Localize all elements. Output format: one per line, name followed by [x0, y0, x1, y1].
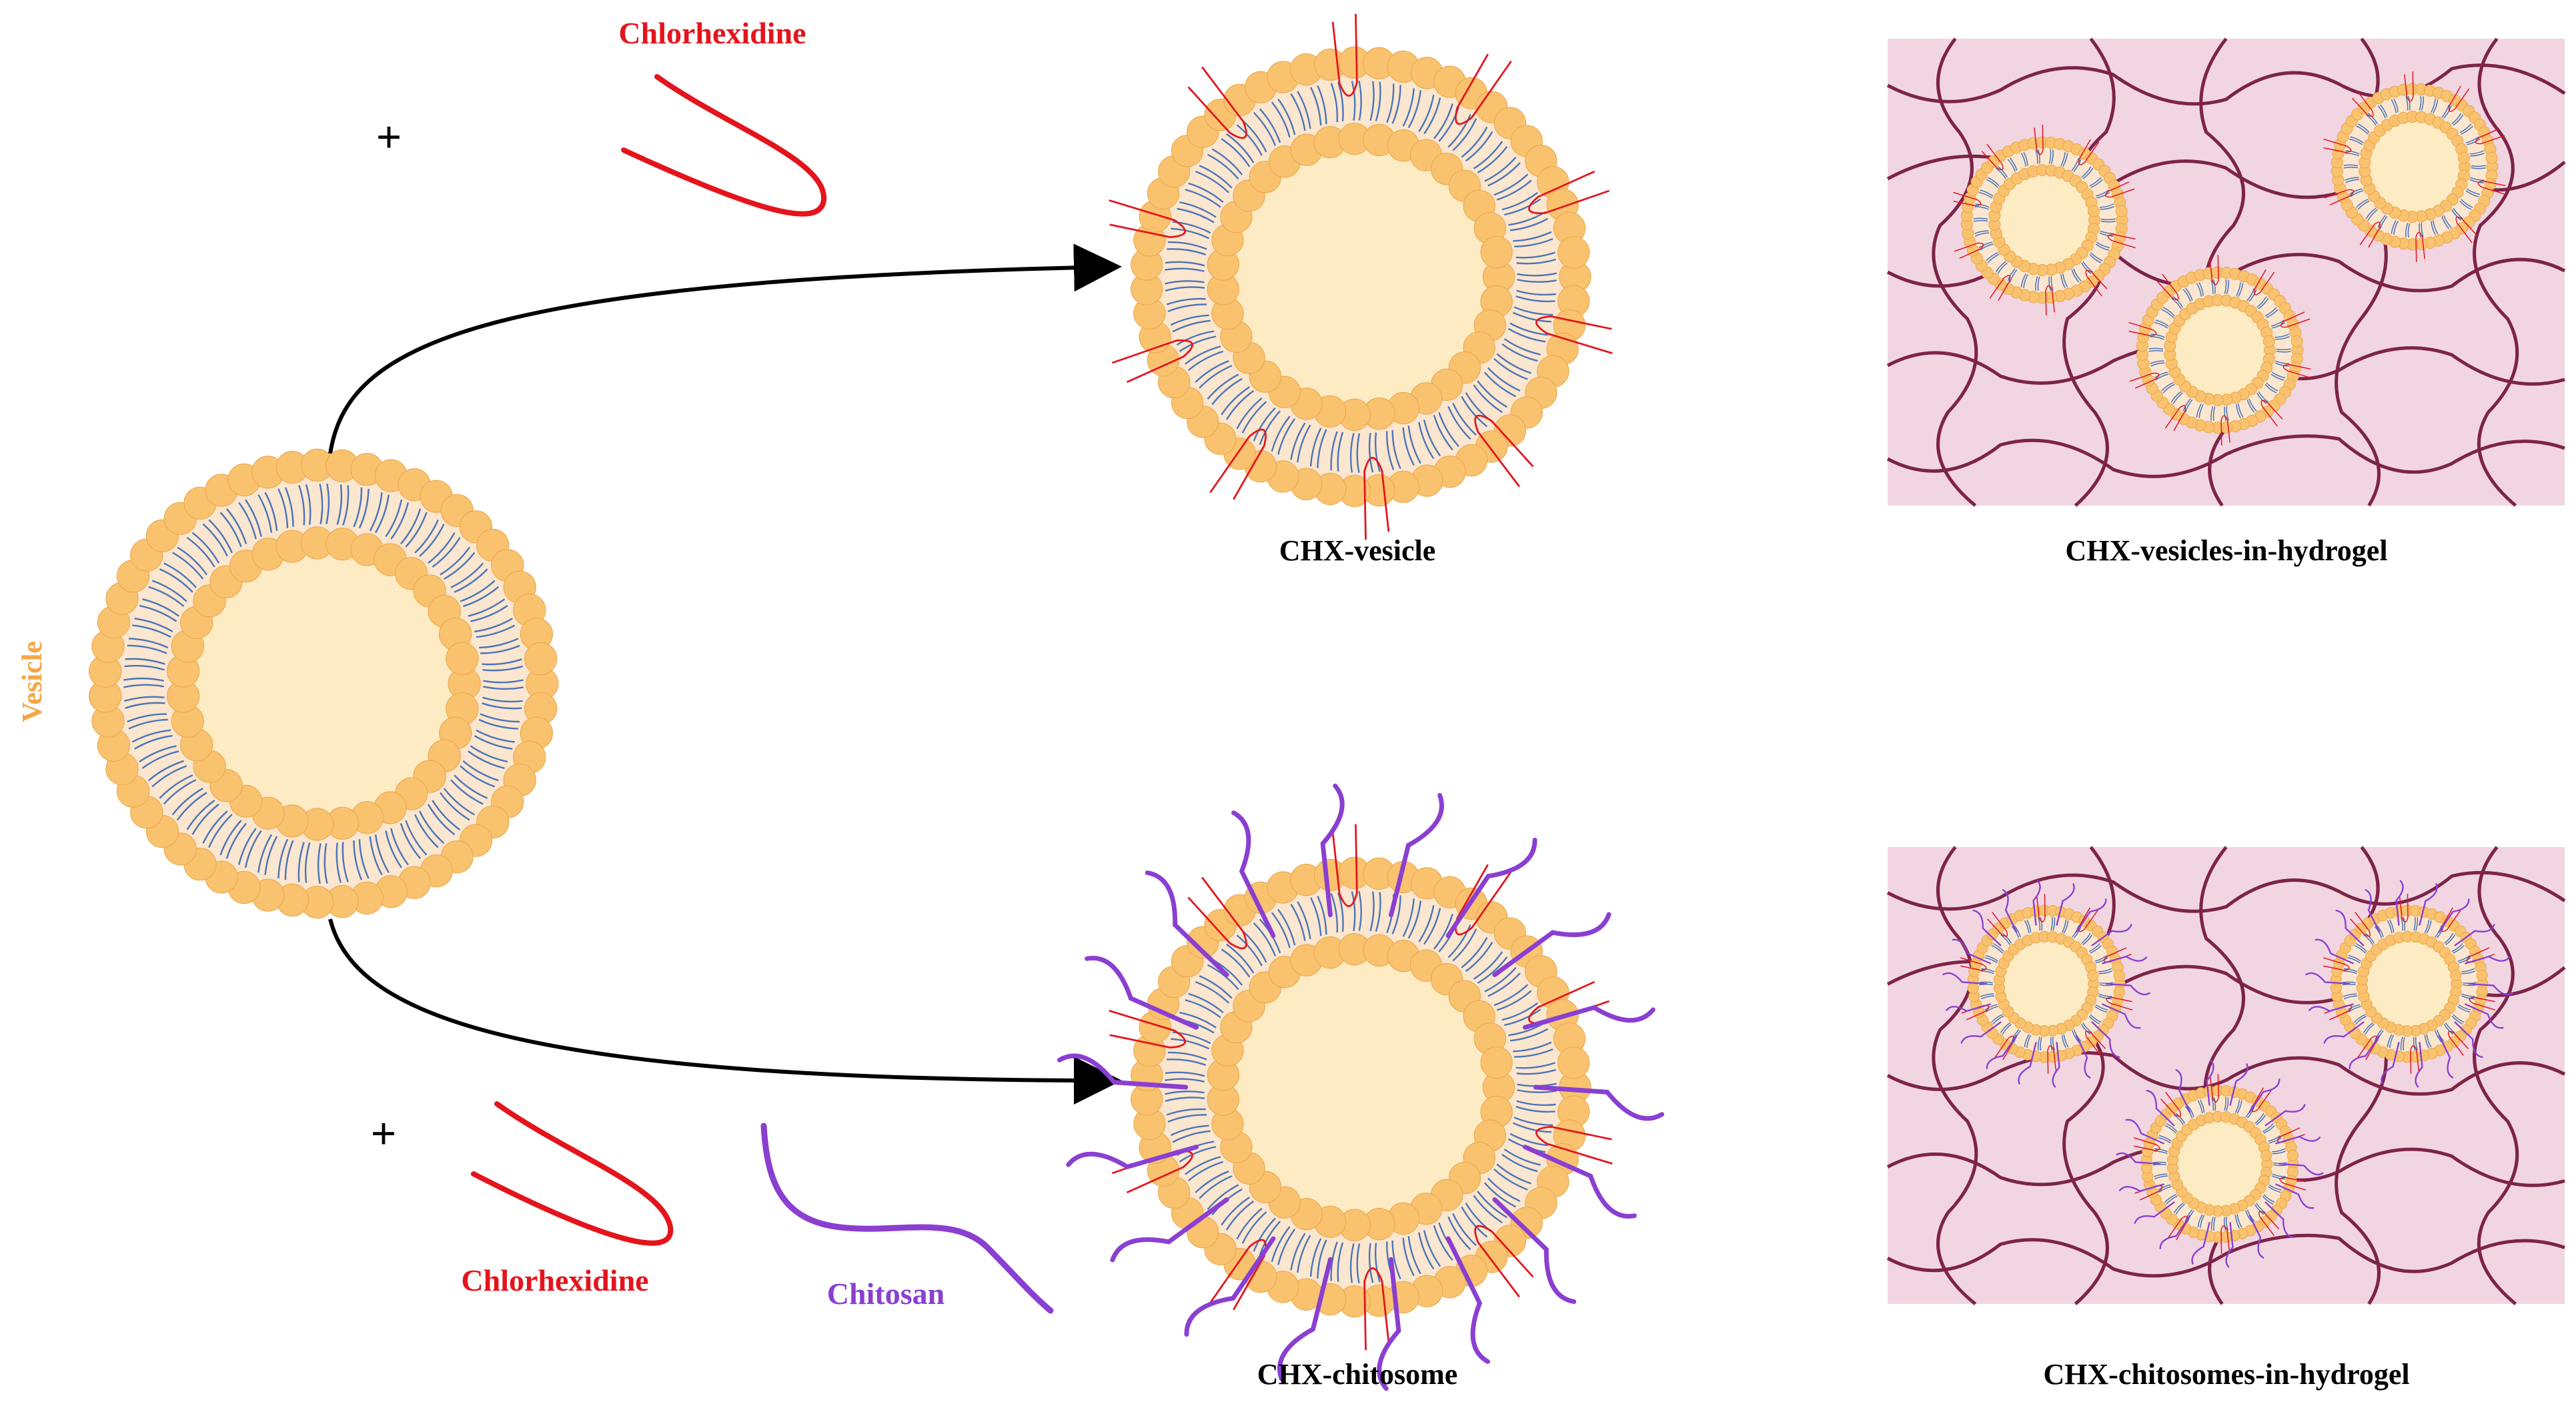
chlorhexidine-molecule-top — [621, 74, 827, 217]
chlorhexidine-label-bottom: Chlorhexidine — [461, 1263, 648, 1297]
aqueous-core — [1994, 170, 2094, 270]
lipid-tails — [2148, 279, 2291, 422]
chitosan-molecule — [760, 1123, 1054, 1314]
chx-vesicles-in-hydrogel-label: CHX-vesicles-in-hydrogel — [2065, 534, 2387, 567]
aqueous-core — [182, 542, 465, 825]
vesicle — [89, 448, 559, 919]
aqueous-core — [2170, 300, 2270, 400]
chx-chitosome-label: CHX-chitosome — [1257, 1358, 1458, 1391]
embedded-chlorhexidine — [2133, 1074, 2307, 1254]
embedded-chlorhexidine — [2128, 255, 2311, 446]
hydrogel-chitosome-2 — [2305, 880, 2513, 1088]
arrow-to-chx-chitosome — [328, 918, 1122, 1105]
chx-vesicle — [1109, 13, 1613, 540]
vesicle-label: Vesicle — [17, 641, 48, 722]
aqueous-core — [1223, 139, 1499, 415]
plus-sign-bottom: + — [371, 1108, 397, 1159]
hydrogel-fibers — [1886, 846, 2566, 1305]
chitosan-coating — [1057, 783, 1665, 1391]
hydrogel-vesicle-1 — [1953, 125, 2136, 315]
embedded-chlorhexidine — [1109, 13, 1613, 540]
chx-vesicle-label: CHX-vesicle — [1279, 534, 1436, 567]
embedded-chlorhexidine — [2323, 894, 2496, 1074]
chitosan-coating — [1942, 880, 2150, 1088]
lipid-heads — [1131, 46, 1591, 508]
lipid-tails — [1165, 81, 1557, 473]
lipid-heads — [1967, 904, 2126, 1063]
aqueous-core — [2172, 1117, 2267, 1211]
lipid-tails — [1973, 149, 2116, 291]
plus-sign-top: + — [376, 111, 402, 162]
chlorhexidine-molecule-bottom — [471, 1101, 674, 1246]
lipid-heads — [2136, 266, 2304, 434]
chlorhexidine-label-top: Chlorhexidine — [618, 16, 806, 50]
lipid-heads — [2330, 904, 2489, 1063]
aqueous-core — [2365, 117, 2465, 217]
chitosan-label: Chitosan — [827, 1277, 944, 1311]
lipid-tails — [2343, 95, 2486, 238]
aqueous-core — [1223, 949, 1499, 1225]
hydrogel-vesicle-2 — [2323, 71, 2506, 262]
lipid-heads — [1960, 136, 2128, 304]
aqueous-core — [2362, 936, 2457, 1031]
lipid-heads — [89, 448, 559, 919]
lipid-tails — [2152, 1097, 2287, 1231]
lipid-heads — [2331, 83, 2499, 251]
hydrogel-vesicle-3 — [2128, 255, 2311, 446]
embedded-chlorhexidine — [1953, 125, 2136, 315]
arrow-to-chx-vesicle — [328, 243, 1122, 454]
lipid-tails — [123, 484, 524, 884]
embedded-chlorhexidine — [2323, 71, 2506, 262]
chx-chitosome — [1057, 783, 1665, 1391]
chitosan-coating — [2116, 1060, 2324, 1268]
hydrogel-chitosome-3 — [2116, 1060, 2324, 1268]
lipid-tails — [1979, 916, 2114, 1051]
chitosan-coating — [2305, 880, 2513, 1088]
chx-chitosomes-in-hydrogel-label: CHX-chitosomes-in-hydrogel — [2043, 1358, 2409, 1391]
hydrogel-chitosome-1 — [1942, 880, 2150, 1088]
lipid-tails — [2342, 916, 2477, 1051]
aqueous-core — [1999, 936, 2094, 1031]
